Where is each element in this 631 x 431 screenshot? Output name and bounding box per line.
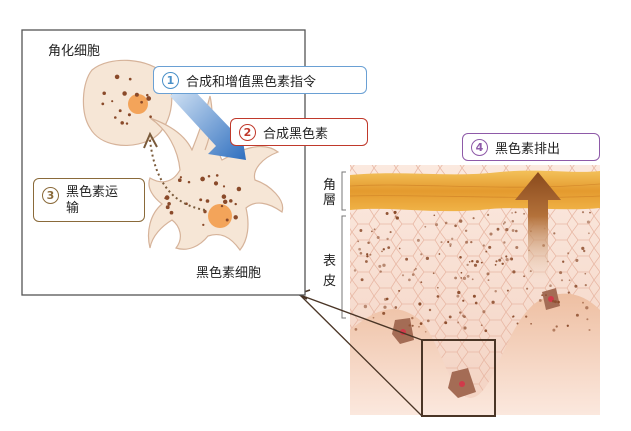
melanocyte-nucleus: [208, 204, 232, 228]
step-1-text: 合成和增值黑色素指令: [186, 74, 317, 90]
step-3-callout: 3 黑色素运 输: [33, 178, 145, 222]
dermis-layer: [350, 293, 600, 415]
epidermis-label: 表 皮: [323, 254, 337, 289]
step-2-callout: 2 合成黑色素: [230, 118, 368, 146]
zoom-region-box: [421, 339, 496, 417]
skin-cross-section: [350, 165, 600, 415]
step-2-text: 合成黑色素: [263, 126, 329, 142]
keratinocyte-label: 角化细胞: [48, 44, 101, 59]
step-3-number: 3: [42, 187, 59, 204]
stratum-corneum-layer: [350, 170, 600, 212]
keratinocyte-cell: [82, 59, 173, 146]
zoom-connector-line: [299, 294, 423, 417]
melanin-dots: [101, 74, 242, 227]
melanin-granules: [353, 210, 591, 333]
step-2-number: 2: [239, 123, 256, 141]
excretion-arrow: [515, 172, 561, 282]
step-3-text-line1: 黑色素运: [66, 185, 119, 200]
zoom-connector-line: [299, 294, 423, 341]
step-4-number: 4: [471, 138, 488, 156]
step-4-callout: 4 黑色素排出: [462, 133, 600, 161]
melanocyte-label: 黑色素细胞: [196, 266, 262, 281]
signal-arrow: [170, 82, 246, 160]
stratum-corneum-label: 角 層: [323, 178, 337, 208]
step-1-number: 1: [162, 71, 179, 89]
step-1-callout: 1 合成和增值黑色素指令: [153, 66, 367, 94]
keratinocyte-nucleus: [128, 94, 148, 114]
step-3-text-line2: 输: [66, 201, 80, 216]
step-4-text: 黑色素排出: [495, 141, 561, 157]
